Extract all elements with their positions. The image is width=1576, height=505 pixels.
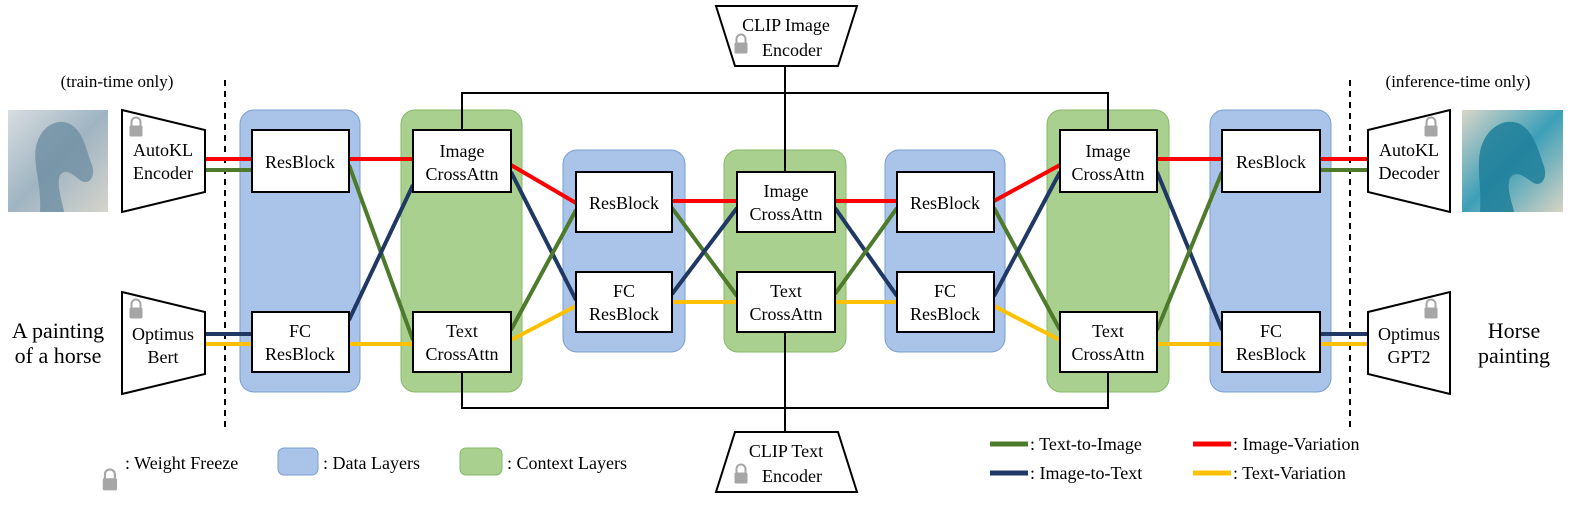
- svg-text:: Text-to-Image: : Text-to-Image: [1030, 434, 1142, 454]
- svg-text:: Data Layers: : Data Layers: [323, 453, 420, 473]
- svg-text:Encoder: Encoder: [762, 40, 822, 60]
- block-fc-resblock-4: FC ResBlock: [1221, 311, 1321, 373]
- block-resblock-3: ResBlock: [896, 171, 995, 233]
- svg-text:ResBlock: ResBlock: [910, 193, 980, 213]
- svg-text:ResBlock: ResBlock: [1236, 152, 1306, 172]
- svg-text:ResBlock: ResBlock: [589, 193, 659, 213]
- svg-text:CrossAttn: CrossAttn: [425, 164, 498, 184]
- svg-text:ResBlock: ResBlock: [265, 344, 335, 364]
- svg-text:Text: Text: [446, 321, 478, 341]
- svg-text:CrossAttn: CrossAttn: [749, 304, 822, 324]
- block-image-crossattn-1: Image CrossAttn: [412, 129, 512, 193]
- block-text-crossattn-3: Text CrossAttn: [1059, 311, 1158, 373]
- svg-text:Optimus: Optimus: [132, 324, 194, 344]
- output-horse-image: [1462, 110, 1563, 212]
- svg-text:Decoder: Decoder: [1379, 163, 1440, 183]
- svg-text:CLIP Image: CLIP Image: [742, 15, 830, 35]
- svg-text:Encoder: Encoder: [762, 466, 822, 486]
- block-text-crossattn-2: Text CrossAttn: [736, 271, 836, 333]
- svg-text:ResBlock: ResBlock: [589, 304, 659, 324]
- legend-image-variation: : Image-Variation: [1193, 434, 1359, 454]
- text-input-line1: A painting: [12, 318, 104, 343]
- svg-text:: Context Layers: : Context Layers: [507, 453, 627, 473]
- svg-text:FC: FC: [289, 321, 311, 341]
- optimus-bert-encoder: Optimus Bert: [121, 290, 206, 396]
- block-resblock-4: ResBlock: [1221, 129, 1321, 193]
- text-output-line2: painting: [1478, 343, 1550, 368]
- svg-text:: Image-Variation: : Image-Variation: [1233, 434, 1359, 454]
- block-image-crossattn-3: Image CrossAttn: [1059, 129, 1158, 193]
- svg-text:FC: FC: [1260, 321, 1282, 341]
- svg-text:FC: FC: [934, 281, 956, 301]
- svg-text:ResBlock: ResBlock: [910, 304, 980, 324]
- clip-image-encoder: CLIP Image Encoder: [714, 5, 859, 67]
- svg-text:CrossAttn: CrossAttn: [1071, 164, 1144, 184]
- svg-text:: Text-Variation: : Text-Variation: [1233, 463, 1346, 483]
- block-text-crossattn-1: Text CrossAttn: [412, 311, 512, 373]
- svg-text:ResBlock: ResBlock: [1236, 344, 1306, 364]
- autokl-encoder: AutoKL Encoder: [121, 108, 206, 214]
- block-resblock-2: ResBlock: [575, 171, 673, 233]
- text-output-line1: Horse: [1488, 318, 1541, 343]
- optimus-gpt2-decoder: Optimus GPT2: [1367, 290, 1451, 396]
- block-image-crossattn-2: Image CrossAttn: [736, 171, 836, 233]
- text-input-line2: of a horse: [15, 343, 102, 368]
- svg-text:AutoKL: AutoKL: [133, 140, 193, 160]
- inference-time-annotation: (inference-time only): [1386, 72, 1531, 91]
- autokl-decoder: AutoKL Decoder: [1367, 108, 1451, 214]
- svg-text:: Image-to-Text: : Image-to-Text: [1030, 463, 1142, 483]
- svg-text:Bert: Bert: [148, 347, 179, 367]
- legend-text-variation: : Text-Variation: [1193, 463, 1346, 483]
- legend-image-to-text: : Image-to-Text: [990, 463, 1142, 483]
- svg-text:GPT2: GPT2: [1387, 347, 1430, 367]
- lock-icon: [101, 468, 119, 492]
- svg-text:CrossAttn: CrossAttn: [749, 204, 822, 224]
- train-time-annotation: (train-time only): [61, 72, 174, 91]
- legend-text-to-image: : Text-to-Image: [990, 434, 1142, 454]
- svg-text:: Weight Freeze: : Weight Freeze: [125, 453, 238, 473]
- svg-text:CrossAttn: CrossAttn: [1071, 344, 1144, 364]
- legend-data-layers: : Data Layers: [277, 447, 420, 476]
- svg-text:Optimus: Optimus: [1378, 324, 1440, 344]
- svg-text:Image: Image: [764, 181, 809, 201]
- svg-text:Image: Image: [440, 141, 485, 161]
- clip-text-encoder: CLIP Text Encoder: [714, 431, 859, 493]
- svg-text:Encoder: Encoder: [133, 163, 193, 183]
- svg-text:CLIP Text: CLIP Text: [749, 441, 823, 461]
- svg-text:AutoKL: AutoKL: [1379, 140, 1439, 160]
- legend-weight-freeze: : Weight Freeze: [101, 453, 238, 492]
- svg-text:CrossAttn: CrossAttn: [425, 344, 498, 364]
- svg-text:FC: FC: [613, 281, 635, 301]
- clip-routing: [461, 66, 1109, 432]
- svg-text:ResBlock: ResBlock: [265, 152, 335, 172]
- svg-text:Text: Text: [1092, 321, 1124, 341]
- legend-context-layers: : Context Layers: [459, 447, 627, 476]
- input-horse-image: [8, 110, 108, 212]
- flow-connections: [205, 157, 1368, 346]
- block-fc-resblock-3: FC ResBlock: [896, 271, 995, 333]
- block-fc-resblock-2: FC ResBlock: [575, 271, 673, 333]
- block-resblock-1: ResBlock: [251, 129, 350, 193]
- svg-text:Text: Text: [770, 281, 802, 301]
- block-fc-resblock-1: FC ResBlock: [251, 311, 350, 373]
- svg-text:Image: Image: [1086, 141, 1131, 161]
